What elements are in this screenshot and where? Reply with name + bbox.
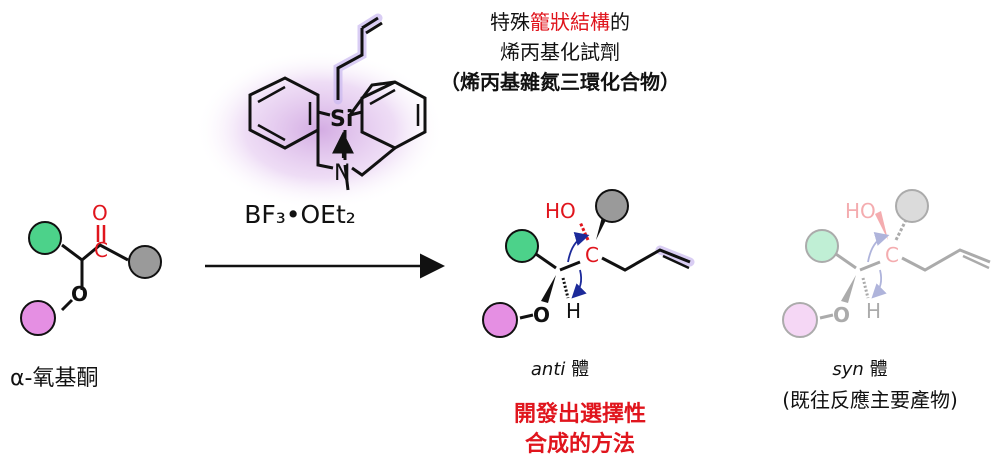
n-atom-label: N bbox=[334, 161, 350, 186]
anti-product: HO C H O bbox=[482, 189, 695, 338]
syn-o-pink-bond bbox=[819, 313, 834, 320]
anti-c-label: C bbox=[585, 243, 599, 267]
anti-wedge-to-o bbox=[541, 275, 556, 303]
anti-gray-substituent bbox=[595, 189, 629, 223]
left-ring-inner bbox=[257, 85, 312, 142]
syn-pink-substituent bbox=[782, 302, 818, 338]
syn-alkene-double bbox=[962, 254, 990, 270]
allyl-chain bbox=[336, 28, 364, 100]
syn-product-label: syn 體 bbox=[832, 359, 888, 380]
syn-h-label: H bbox=[866, 299, 881, 323]
selective-note-line2: 合成的方法 bbox=[524, 432, 635, 457]
anti-o-pink-bond bbox=[519, 313, 534, 320]
syn-wedge-to-o bbox=[841, 275, 856, 303]
sm-gray-substituent bbox=[128, 245, 162, 279]
sm-carbonyl-double bbox=[96, 225, 106, 242]
syn-interaction-arrow-upper bbox=[867, 232, 890, 263]
sm-pink-substituent bbox=[20, 300, 56, 336]
anti-h-label: H bbox=[566, 299, 581, 323]
selective-note-line1: 開發出選擇性 bbox=[513, 402, 646, 427]
syn-c-label: C bbox=[885, 243, 899, 267]
syn-previous-major-note: (既往反應主要產物) bbox=[782, 388, 958, 412]
syn-o-label: O bbox=[833, 303, 850, 327]
anti-product-label: anti 體 bbox=[530, 359, 590, 380]
starting-material-name: α-氧基酮 bbox=[10, 366, 99, 391]
anti-o-label: O bbox=[533, 303, 550, 327]
right-ring-inner bbox=[369, 88, 420, 126]
anti-bonds bbox=[559, 248, 691, 272]
starting-material: O C O bbox=[20, 201, 162, 336]
sm-green-substituent bbox=[28, 221, 62, 255]
reagent-title-line2: 烯丙基化試劑 bbox=[500, 40, 620, 64]
sm-bonds bbox=[60, 243, 129, 312]
lewis-acid-label: BF₃•OEt₂ bbox=[244, 200, 356, 229]
allyl-double bbox=[361, 16, 383, 35]
syn-wedge-to-ho bbox=[875, 211, 888, 240]
anti-interaction-arrow-upper bbox=[567, 232, 590, 263]
anti-ho-hash-bond bbox=[578, 221, 590, 241]
syn-hash-to-h bbox=[861, 277, 870, 299]
anti-green-bond bbox=[532, 250, 557, 270]
reagent-title-line1: 特殊籠狀結構的 bbox=[490, 10, 630, 34]
syn-ho-label: HO bbox=[845, 199, 876, 223]
sm-carbonyl-c: C bbox=[94, 238, 108, 262]
cage-reagent: Si N bbox=[195, 13, 445, 210]
sm-carbonyl-o: O bbox=[92, 201, 108, 225]
syn-gray-substituent bbox=[895, 189, 929, 223]
selective-synthesis-note: 開發出選擇性 合成的方法 bbox=[470, 400, 690, 460]
syn-product: HO C H O bbox=[782, 189, 991, 338]
syn-interaction-arrow-lower bbox=[871, 269, 887, 299]
syn-green-bond bbox=[832, 250, 857, 270]
si-atom-label: Si bbox=[330, 107, 353, 132]
anti-pink-substituent bbox=[482, 302, 518, 338]
syn-green-substituent bbox=[805, 229, 839, 263]
anti-interaction-arrow-lower bbox=[571, 269, 587, 299]
anti-hash-to-h bbox=[561, 277, 570, 299]
anti-alkene-double bbox=[662, 254, 690, 270]
syn-bonds bbox=[859, 248, 991, 272]
syn-hash-to-gray bbox=[894, 219, 908, 241]
reagent-title-line3: （烯丙基雜氮三環化合物） bbox=[440, 70, 680, 94]
sm-ether-o: O bbox=[71, 282, 88, 306]
anti-ho-label: HO bbox=[545, 199, 576, 223]
anti-green-substituent bbox=[505, 229, 539, 263]
